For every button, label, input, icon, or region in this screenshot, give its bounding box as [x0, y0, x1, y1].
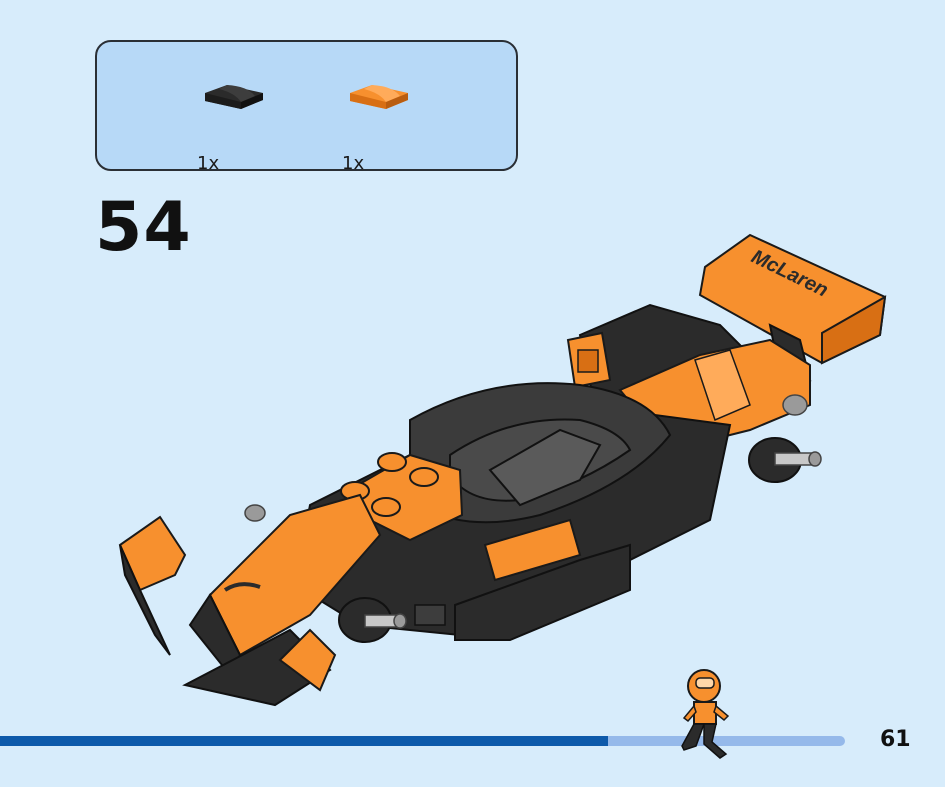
step-number: 54 [95, 188, 192, 267]
part-quantity: 1x [342, 153, 365, 174]
minifigure-runner-icon [681, 669, 730, 759]
progress-fill [0, 736, 609, 746]
parts-callout: 1x 1x [95, 40, 518, 174]
black-curved-slope-icon [205, 85, 263, 109]
orange-curved-slope-icon [350, 85, 408, 109]
part-black-slope: 1x [197, 80, 277, 174]
progress-bar [0, 736, 845, 746]
part-orange-slope: 1x [342, 80, 422, 174]
page-number: 61 [880, 727, 911, 752]
part-quantity: 1x [197, 153, 220, 174]
race-car-model-illustration: McLaren [118, 233, 887, 707]
